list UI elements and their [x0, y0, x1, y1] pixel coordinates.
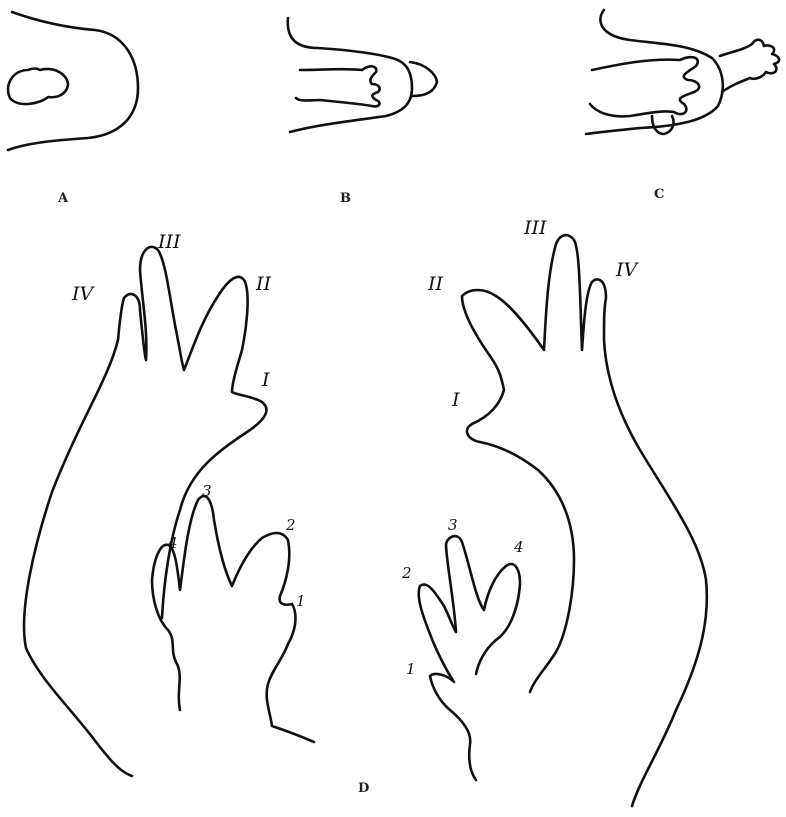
left-digit-ii-label: II: [255, 273, 272, 295]
right-digit-i-label: I: [451, 389, 460, 411]
right-outer-limb-outline: [462, 235, 707, 806]
panel-d-label: D: [358, 781, 369, 796]
panel-c-label: C: [654, 187, 664, 202]
right-digit-ii-label: II: [427, 273, 444, 295]
panel-c: C: [586, 10, 779, 202]
panel-a-limb-outline: [8, 12, 138, 150]
panel-c-protruding-bud: [720, 40, 779, 92]
left-toe-3-label: 3: [202, 482, 212, 500]
left-digit-i-label: I: [261, 369, 270, 391]
panel-a-bud: [8, 69, 68, 105]
panel-b-hand: [296, 66, 380, 106]
right-inner-hand-outline: [419, 536, 520, 780]
panel-b: B: [288, 18, 437, 206]
panel-b-bud: [410, 62, 437, 96]
panel-b-limb-outline: [288, 18, 412, 132]
left-outer-limb-outline: [24, 247, 266, 776]
panel-d-left-figure: IV III II I 4 3 2 1: [24, 231, 314, 776]
panel-b-label: B: [340, 191, 351, 206]
panel-a: A: [8, 12, 138, 206]
right-toe-1-label: 1: [406, 660, 416, 678]
right-digit-iv-label: IV: [615, 259, 640, 281]
right-toe-2-label: 2: [401, 564, 412, 582]
right-toe-3-label: 3: [448, 516, 458, 534]
right-digit-iii-label: III: [523, 217, 547, 239]
left-digit-iii-label: III: [157, 231, 181, 253]
left-toe-2-label: 2: [285, 516, 296, 534]
right-toe-4-label: 4: [513, 538, 524, 556]
left-toe-1-label: 1: [296, 592, 306, 610]
panel-c-hand: [590, 57, 699, 116]
panel-d-right-figure: II III IV I 2 3 4 1: [401, 217, 707, 806]
left-digit-iv-label: IV: [71, 283, 96, 305]
left-toe-4-label: 4: [167, 534, 178, 552]
panel-a-label: A: [57, 191, 69, 206]
